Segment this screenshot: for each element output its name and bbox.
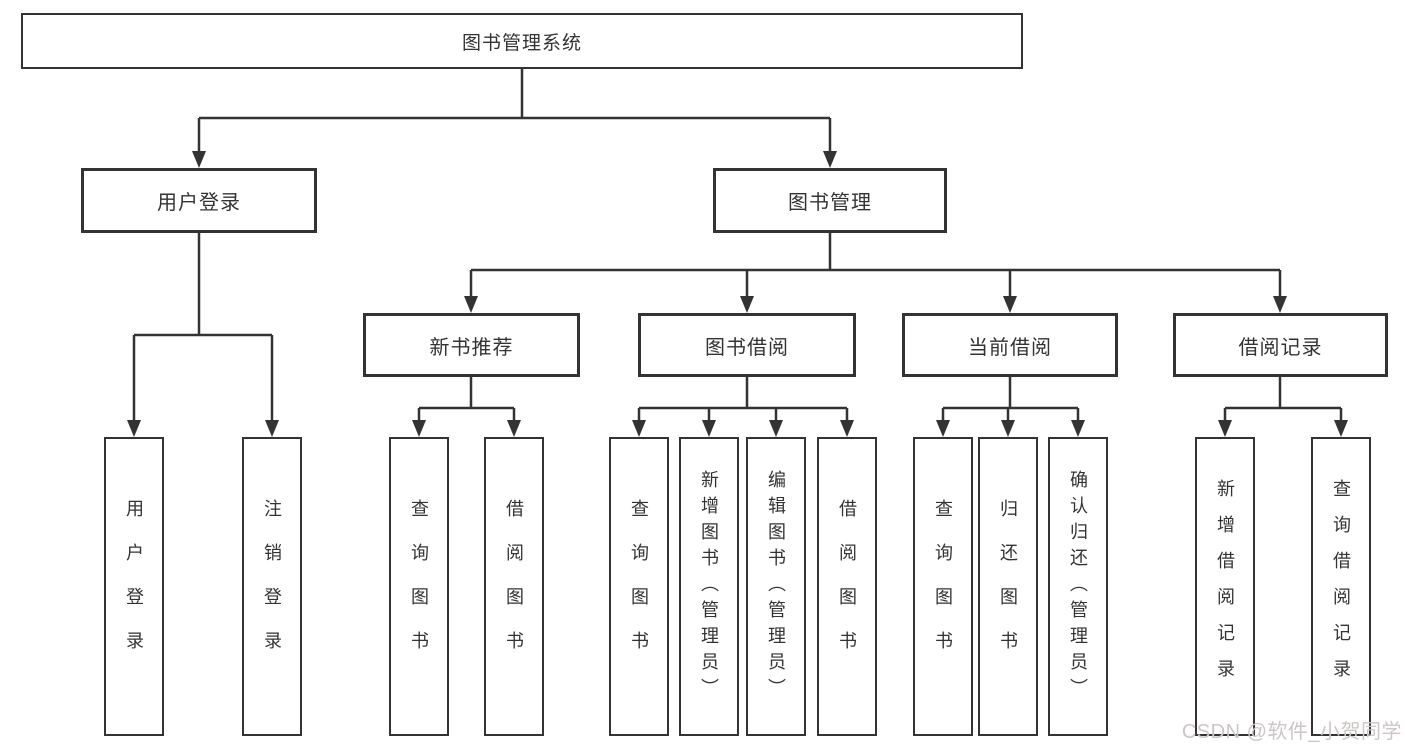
node-book-management: 图书管理 <box>713 168 947 233</box>
node-label: 当前借阅 <box>968 336 1052 359</box>
leaf-query-books-borrow: 查询图书 <box>609 437 669 736</box>
node-user-login: 用户登录 <box>81 168 317 233</box>
leaf-return-books: 归还图书 <box>978 437 1038 736</box>
leaf-label: 借阅图书 <box>837 498 857 675</box>
leaf-query-books-current: 查询图书 <box>913 437 973 736</box>
node-label: 新书推荐 <box>429 336 514 359</box>
node-label: 借阅记录 <box>1238 336 1323 359</box>
leaf-logout-login: 注销登录 <box>242 437 302 736</box>
node-library-management-system: 图书管理系统 <box>21 13 1023 69</box>
leaf-confirm-return-admin: 确认归还（管理员） <box>1048 437 1108 736</box>
leaf-label: 查询图书 <box>409 498 429 675</box>
leaf-query-borrow-record: 查询借阅记录 <box>1311 437 1371 736</box>
leaf-query-books-recommend: 查询图书 <box>389 437 449 736</box>
leaf-label: 新增图书（管理员） <box>699 469 719 704</box>
leaf-label: 新增借阅记录 <box>1215 478 1235 695</box>
csdn-watermark: CSDN @软件_小贺同学 <box>1181 721 1402 743</box>
leaf-label: 查询图书 <box>629 498 649 675</box>
leaf-borrow-books-recommend: 借阅图书 <box>484 437 544 736</box>
node-label: 图书管理 <box>788 192 872 214</box>
arrowheads <box>127 151 1348 437</box>
leaf-add-books-admin: 新增图书（管理员） <box>679 437 739 736</box>
node-current-borrowing: 当前借阅 <box>902 313 1118 377</box>
leaf-label: 借阅图书 <box>504 498 524 675</box>
node-new-book-recommendation: 新书推荐 <box>363 313 580 377</box>
leaf-label: 注销登录 <box>262 498 282 675</box>
node-label: 图书借阅 <box>705 336 789 359</box>
node-label: 图书管理系统 <box>461 32 582 54</box>
leaf-add-borrow-record: 新增借阅记录 <box>1195 437 1255 736</box>
leaf-label: 归还图书 <box>998 498 1018 675</box>
leaf-label: 用户登录 <box>124 498 144 675</box>
leaf-label: 确认归还（管理员） <box>1068 469 1088 704</box>
node-label: 用户登录 <box>157 192 241 214</box>
leaf-label: 查询借阅记录 <box>1331 478 1351 695</box>
node-borrowing-records: 借阅记录 <box>1173 313 1388 377</box>
leaf-label: 编辑图书（管理员） <box>766 469 786 704</box>
leaf-edit-books-admin: 编辑图书（管理员） <box>746 437 806 736</box>
leaf-label: 查询图书 <box>933 498 953 675</box>
leaf-borrow-books: 借阅图书 <box>817 437 877 736</box>
leaf-user-login: 用户登录 <box>104 437 164 736</box>
node-book-borrowing: 图书借阅 <box>638 313 856 377</box>
